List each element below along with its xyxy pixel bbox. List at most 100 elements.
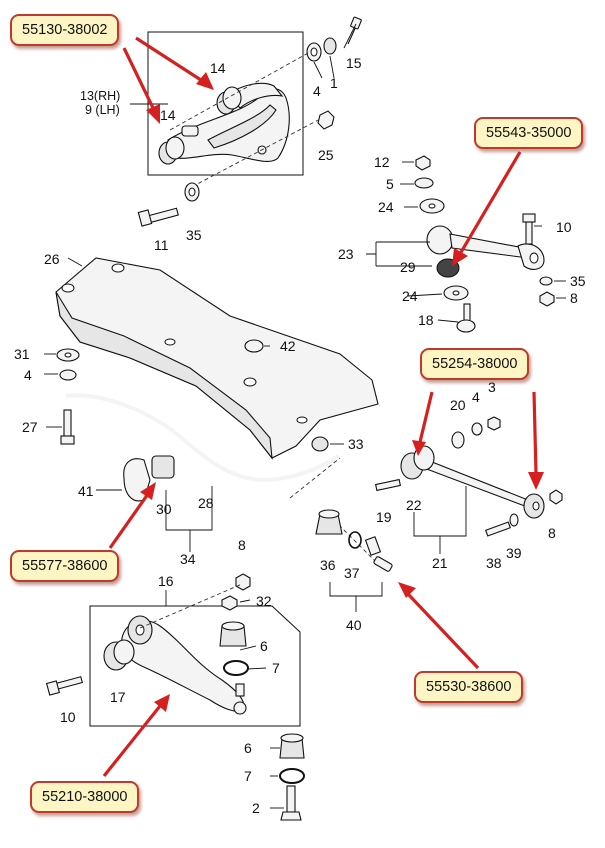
lower-arm-group-box [89, 605, 301, 727]
label-15: 15 [346, 55, 362, 71]
label-19: 19 [376, 509, 392, 525]
bushing-30 [151, 455, 175, 479]
label-5: 5 [386, 176, 394, 192]
label-38: 38 [486, 555, 502, 571]
callout-55530-38600: 55530-38600 [414, 671, 524, 703]
label-12: 12 [374, 154, 390, 170]
label-35-a: 35 [186, 227, 202, 243]
nut-8-mid [549, 489, 563, 505]
washer-24-top [419, 198, 445, 214]
part-numbers: 14 14 13(RH) 9 (LH) 4 1 15 25 11 35 12 5… [14, 55, 586, 816]
washer-4-top [306, 42, 322, 62]
nut-25 [317, 110, 335, 130]
bolt-27 [60, 409, 75, 445]
label-8-b: 8 [548, 525, 556, 541]
nut-8-right [539, 291, 555, 307]
nut-3 [487, 416, 501, 431]
label-8-c: 8 [238, 537, 246, 553]
label-21: 21 [432, 555, 448, 571]
label-42: 42 [280, 338, 296, 354]
label-10-b: 10 [60, 709, 76, 725]
bushing-14-lower [158, 125, 199, 165]
label-35-b: 35 [570, 273, 586, 289]
label-16: 16 [158, 573, 174, 589]
label-14-b: 14 [160, 107, 176, 123]
label-29: 29 [400, 259, 416, 275]
callout-55210-38000: 55210-38000 [30, 781, 140, 813]
red-arrows [102, 36, 544, 777]
label-1: 1 [330, 75, 338, 91]
label-25: 25 [318, 147, 334, 163]
washer-4-right [471, 422, 483, 436]
trailing-link [400, 445, 545, 519]
callout-55543-35000: 55543-35000 [474, 117, 584, 149]
label-37: 37 [344, 565, 360, 581]
bolt-15 [343, 16, 362, 49]
washer-5 [414, 177, 434, 189]
bushing-6-upper [219, 621, 247, 647]
label-leaders [44, 55, 566, 809]
callout-55577-38600: 55577-38600 [10, 550, 120, 582]
label-28: 28 [198, 495, 214, 511]
bushing-14-upper [216, 86, 242, 115]
label-8-a: 8 [570, 290, 578, 306]
label-24-b: 24 [402, 288, 418, 304]
label-27: 27 [22, 419, 38, 435]
bushing-6-lower [279, 733, 305, 759]
label-23: 23 [338, 246, 354, 262]
bolt-11 [137, 207, 179, 227]
bolt-19 [374, 478, 402, 492]
stabilizer-bar-28 [65, 393, 340, 483]
label-6-b: 6 [244, 740, 252, 756]
label-4-a: 4 [313, 83, 321, 99]
label-13rh: 13(RH) [80, 89, 120, 103]
label-30: 30 [156, 501, 172, 517]
label-41: 41 [78, 483, 94, 499]
crossmember-26 [55, 257, 379, 460]
label-7-b: 7 [244, 768, 252, 784]
washer-39 [509, 513, 519, 527]
label-4-b: 4 [24, 367, 32, 383]
label-34: 34 [180, 551, 196, 567]
stabilizer-link-end [364, 536, 393, 572]
washer-24-bottom [443, 285, 469, 301]
bolt-2 [280, 785, 302, 821]
label-39: 39 [506, 545, 522, 561]
label-9lh: 9 (LH) [85, 103, 120, 117]
label-18: 18 [418, 312, 434, 328]
label-40: 40 [346, 617, 362, 633]
ring-37 [348, 531, 362, 549]
washer-42 [244, 339, 264, 353]
label-14-a: 14 [210, 60, 226, 76]
upper-control-arm [167, 82, 290, 162]
label-3: 3 [488, 379, 496, 395]
bolt-38 [484, 521, 512, 537]
nut-1 [323, 37, 337, 55]
label-36: 36 [320, 557, 336, 573]
label-2: 2 [252, 800, 260, 816]
ring-7-lower [279, 768, 305, 784]
washer-4-left [59, 369, 77, 381]
nut-8-lower [235, 573, 251, 591]
label-26: 26 [44, 251, 60, 267]
label-11: 11 [154, 237, 169, 253]
label-22: 22 [406, 497, 422, 513]
bolt-10-lower [45, 676, 84, 696]
label-4-c: 4 [472, 389, 480, 405]
washer-35 [184, 182, 200, 202]
washer-35-right [539, 276, 553, 286]
label-17: 17 [110, 689, 126, 705]
label-7-a: 7 [272, 660, 280, 676]
callout-55254-38000: 55254-38000 [420, 348, 530, 380]
lower-control-arm [121, 615, 247, 715]
ring-7-upper [223, 660, 249, 676]
upper-arm-group-box [147, 31, 304, 176]
bushing-33 [311, 436, 329, 452]
nut-12 [415, 155, 431, 171]
nut-32 [221, 595, 238, 611]
label-24-a: 24 [378, 199, 394, 215]
label-33: 33 [348, 436, 364, 452]
bushing-17 [103, 639, 135, 671]
label-10-a: 10 [556, 219, 572, 235]
